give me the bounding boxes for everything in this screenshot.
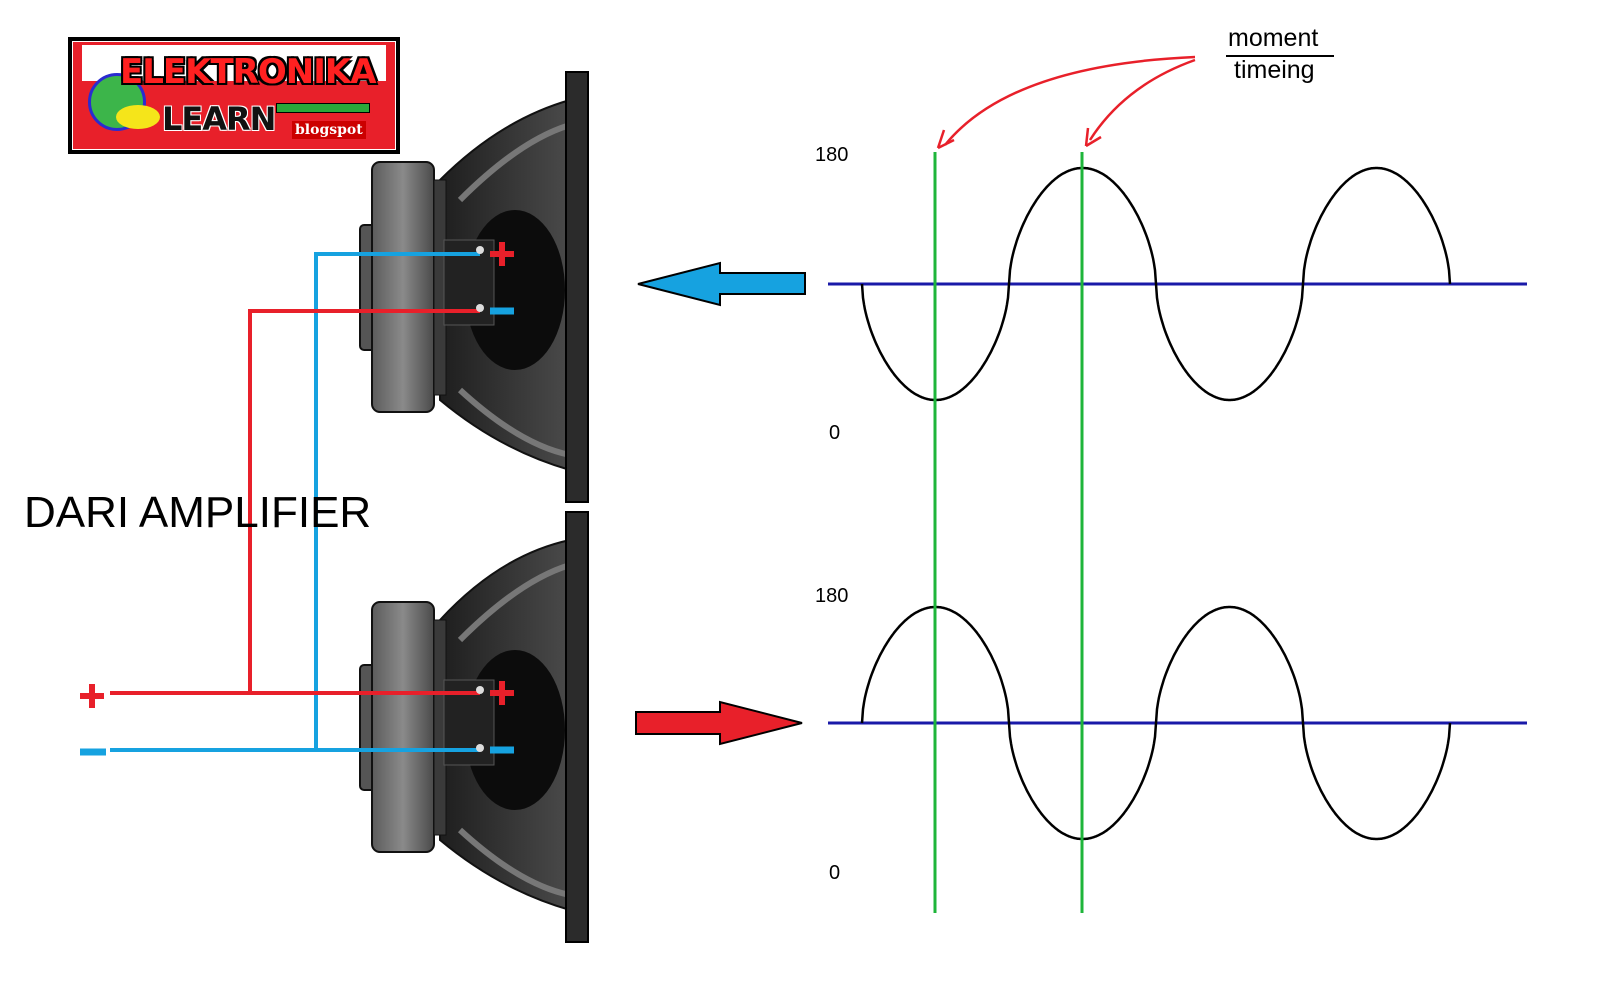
bottom-plot-y-bottom-label: 0 bbox=[829, 862, 841, 884]
terminal-screw bbox=[476, 304, 484, 312]
speaker-bottom bbox=[359, 511, 589, 943]
logo-line1: ELEKTRONIKA bbox=[120, 52, 377, 92]
terminal-screw bbox=[476, 744, 484, 752]
red-wire-top-minus bbox=[248, 309, 480, 693]
top-plot-y-top-label: 180 bbox=[815, 144, 849, 166]
annotation-fraction-bar bbox=[1226, 55, 1334, 57]
logo bbox=[68, 37, 400, 154]
wiring bbox=[110, 252, 480, 752]
speaker-bottom-frame-rib bbox=[457, 827, 571, 898]
arrow-right-icon bbox=[635, 700, 803, 746]
logo-line3: blogspot bbox=[292, 121, 366, 139]
logo-line2: LEARN bbox=[162, 100, 276, 138]
speaker-bottom-magnet bbox=[371, 601, 435, 853]
speaker-bottom-plus-icon bbox=[490, 681, 514, 705]
terminal-screw bbox=[476, 246, 484, 254]
page-title: DARI AMPLIFIER bbox=[24, 488, 372, 537]
speaker-top-surround bbox=[565, 71, 589, 503]
wave-top bbox=[860, 166, 1452, 402]
logo-soldering-iron-icon bbox=[276, 103, 370, 113]
speaker-top-frame-rib bbox=[457, 387, 571, 458]
arrow-left-icon bbox=[637, 261, 806, 307]
speaker-top-plus-icon bbox=[490, 242, 514, 266]
blue-wire-top-plus bbox=[314, 252, 480, 750]
bottom-plot-y-top-label: 180 bbox=[815, 585, 849, 607]
top-plot-y-bottom-label: 0 bbox=[829, 422, 841, 444]
annotation-arrow-1-head-icon bbox=[936, 129, 955, 150]
speaker-top bbox=[359, 71, 589, 503]
annotation-arrow-2-head-icon bbox=[1084, 127, 1102, 148]
terminal-screw bbox=[476, 686, 484, 694]
annotation-arrow-2 bbox=[1088, 58, 1196, 141]
annotation-denominator: timeing bbox=[1234, 56, 1315, 84]
speaker-bottom-frame-rib bbox=[457, 562, 571, 643]
speaker-top-frame-rib bbox=[457, 122, 571, 203]
annotation-numerator: moment bbox=[1228, 24, 1319, 52]
annotation-arrow-1 bbox=[944, 55, 1196, 146]
amp-plus-icon bbox=[80, 684, 104, 708]
wave-bottom bbox=[860, 605, 1452, 841]
speaker-bottom-surround bbox=[565, 511, 589, 943]
speaker-terminals bbox=[476, 242, 514, 754]
speaker-top-magnet bbox=[371, 161, 435, 413]
